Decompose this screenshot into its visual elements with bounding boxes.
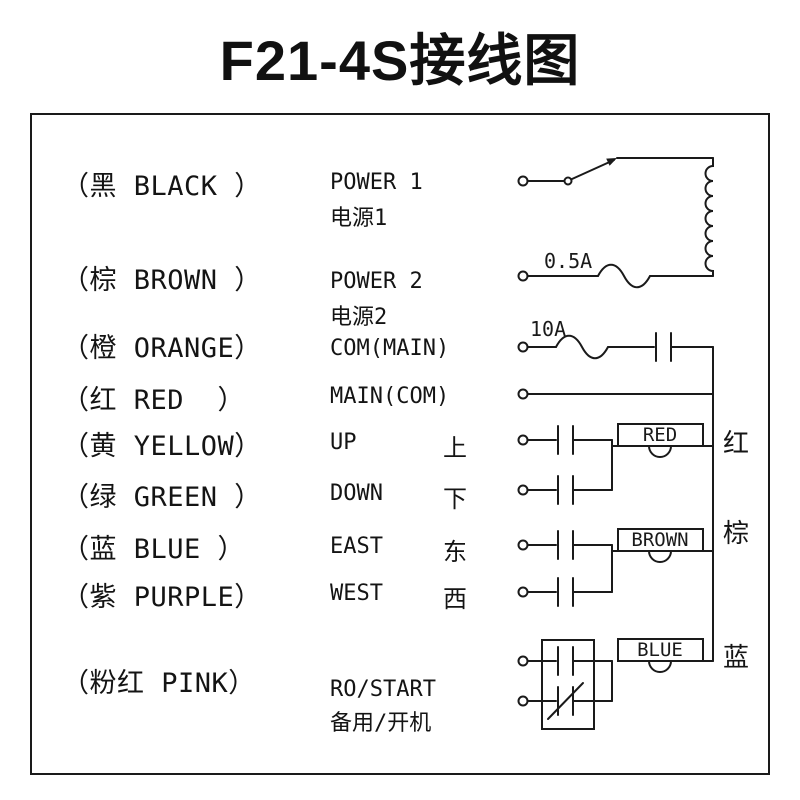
fuse-wave-power2 <box>597 263 661 289</box>
wire-color-blue: （蓝 BLUE ） <box>62 534 246 565</box>
terminal-start <box>517 695 529 707</box>
terminal-com <box>517 341 529 353</box>
relay-coil-bump <box>648 660 672 673</box>
relay-blue <box>617 638 714 673</box>
fuse-rating-com: 10A <box>530 317 566 341</box>
relay-brown <box>611 528 714 563</box>
function-power2: POWER 2 <box>330 269 423 294</box>
relay-blue-box <box>617 638 704 662</box>
wire-color-orange: （橙 ORANGE） <box>62 333 262 364</box>
function-west: WEST <box>330 581 383 606</box>
wiring-diagram-border <box>30 113 770 775</box>
switch-pivot <box>563 176 573 186</box>
terminal-west <box>517 586 529 598</box>
function-power1: POWER 1 <box>330 170 423 195</box>
switch-blade <box>571 159 615 180</box>
contact-block-outline <box>541 639 595 730</box>
up-down-contacts <box>517 425 613 505</box>
switch-arrowhead <box>606 158 617 166</box>
power1-switch-circuit <box>517 157 714 187</box>
function-east-cn: 东 <box>443 538 467 566</box>
function-up: UP <box>330 430 357 455</box>
east-west-contacts <box>517 530 613 607</box>
normally-closed-slash <box>547 682 584 720</box>
function-down-cn: 下 <box>443 485 467 513</box>
wire-color-yellow: （黄 YELLOW） <box>62 431 262 462</box>
relay-brown-box <box>617 528 704 552</box>
function-east: EAST <box>330 534 383 559</box>
relay-red-box <box>617 423 704 447</box>
function-west-cn: 西 <box>443 585 467 613</box>
relay-blue-label: BLUE <box>637 639 683 661</box>
terminal-power1 <box>517 175 529 187</box>
function-up-cn: 上 <box>443 434 467 462</box>
relay-brown-label: BROWN <box>631 529 688 551</box>
function-main-com: MAIN(COM) <box>330 384 450 409</box>
terminal-up <box>517 434 529 446</box>
relay-coil-bump <box>648 550 672 563</box>
relay-coil-bump <box>648 445 672 458</box>
wire-color-purple: （紫 PURPLE） <box>62 582 262 613</box>
function-ro-start: RO/START <box>330 677 436 702</box>
wire-color-brown: （棕 BROWN ） <box>62 265 262 296</box>
function-power2-cn: 电源2 <box>330 305 388 330</box>
com-fuse-contact-circuit <box>517 332 714 362</box>
bus-label-red-cn: 红 <box>723 429 750 459</box>
bus-label-brown-cn: 棕 <box>723 519 750 549</box>
wire-color-black: （黑 BLACK ） <box>62 171 262 202</box>
terminal-ro <box>517 655 529 667</box>
fuse-wave-com <box>555 334 615 360</box>
relay-red <box>611 423 714 458</box>
terminal-main <box>517 388 529 400</box>
wire-color-red: （红 RED ） <box>62 385 246 416</box>
function-ro-start-cn: 备用/开机 <box>330 711 432 736</box>
terminal-down <box>517 484 529 496</box>
terminal-power2 <box>517 270 529 282</box>
page-title: F21-4S接线图 <box>219 29 581 92</box>
coil-inductor <box>704 157 714 277</box>
main-com-line <box>517 388 714 400</box>
function-com-main: COM(MAIN) <box>330 336 450 361</box>
bus-label-blue-cn: 蓝 <box>723 643 750 673</box>
function-down: DOWN <box>330 481 383 506</box>
pink-ro-start-contacts <box>517 639 613 730</box>
wire-color-green: （绿 GREEN ） <box>62 482 262 513</box>
wire-color-pink: （粉红 PINK） <box>62 668 256 699</box>
function-power1-cn: 电源1 <box>330 206 388 231</box>
terminal-east <box>517 539 529 551</box>
relay-red-label: RED <box>643 424 677 446</box>
fuse-rating-power2: 0.5A <box>544 249 592 273</box>
power2-fuse-circuit <box>517 263 714 289</box>
